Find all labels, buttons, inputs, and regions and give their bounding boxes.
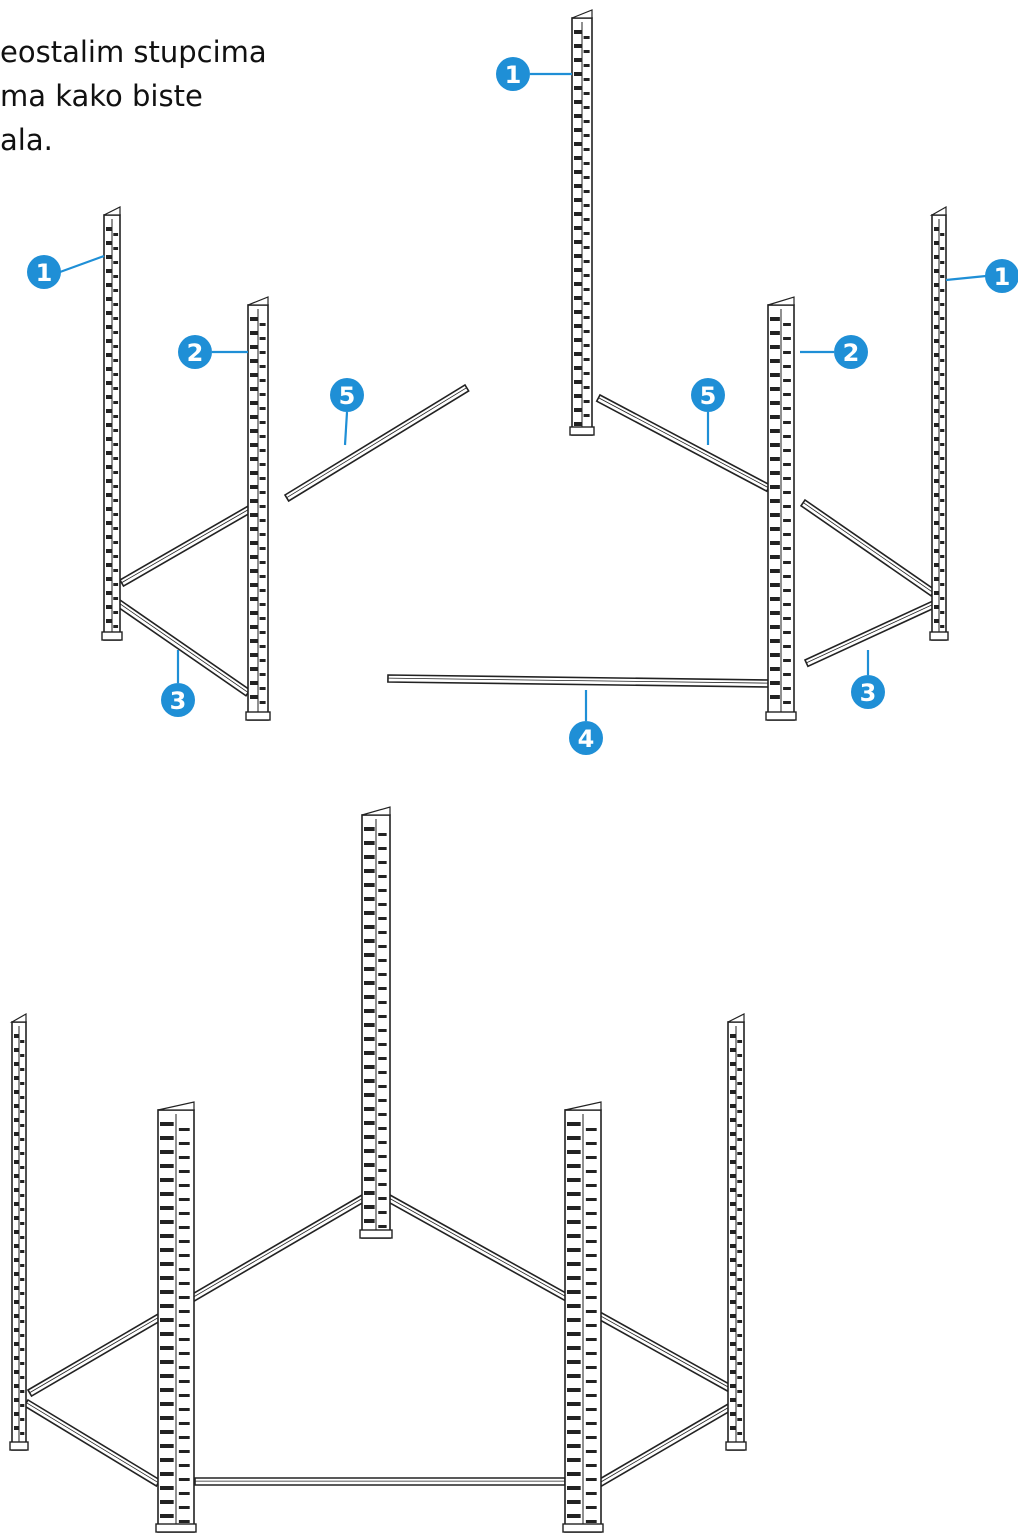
callout-label: 1 [994,263,1011,291]
beam-c-front [194,1477,566,1486]
post-b-corner [929,205,949,641]
callout-side_beam: 3 [161,650,195,717]
callout-post_front: 2 [178,335,248,369]
beam-c-left-back [26,1193,367,1398]
post-b-rear [569,9,595,436]
callout-label: 2 [843,339,860,367]
instruction-line-3: ala. [0,123,53,157]
instruction-text: eostalim stupcima ma kako biste ala. [0,30,420,162]
beams-layer [23,383,939,1488]
callout-back_beam: 5 [691,378,725,445]
post-c-front-right [562,1101,604,1533]
beam-c-right-back [385,1193,742,1398]
callout-post_front: 2 [800,335,868,369]
callout-label: 3 [170,687,187,715]
post-a-front [245,296,271,721]
beam-a-side [114,598,252,697]
callouts-layer: 1 2 5 3 1 1 2 5 3 4 [27,57,1018,755]
instruction-line-2: ma kako biste [0,79,203,113]
callout-label: 5 [700,382,717,410]
post-c-right [725,1013,747,1451]
instruction-line-1: eostalim stupcima [0,35,267,69]
beam-b-top [595,393,772,493]
beam-a-back [118,503,255,588]
post-a-corner [101,206,123,641]
post-c-left [9,1012,29,1451]
beam-b-back [799,498,937,597]
callout-label: 1 [505,61,522,89]
callout-post_corner: 1 [27,254,105,289]
callout-label: 1 [36,259,53,287]
beam-c-left-side [23,1398,162,1488]
beam-b-front [387,674,771,688]
callout-front_beam: 4 [569,690,603,755]
beam-b-side [803,598,939,668]
callout-label: 5 [339,382,356,410]
callout-side_beam: 3 [851,650,885,709]
beam-a-top [283,383,470,503]
beam-c-right-side [596,1398,740,1488]
callout-post_corner: 1 [496,57,572,91]
post-c-front-left [155,1101,197,1533]
callout-back_beam: 5 [330,378,364,446]
post-b-front [765,296,797,721]
posts-layer [9,9,949,1533]
callout-label: 4 [578,725,595,753]
callout-post_corner: 1 [945,259,1018,293]
callout-label: 2 [187,339,204,367]
post-c-rear [359,806,393,1239]
callout-label: 3 [860,679,877,707]
